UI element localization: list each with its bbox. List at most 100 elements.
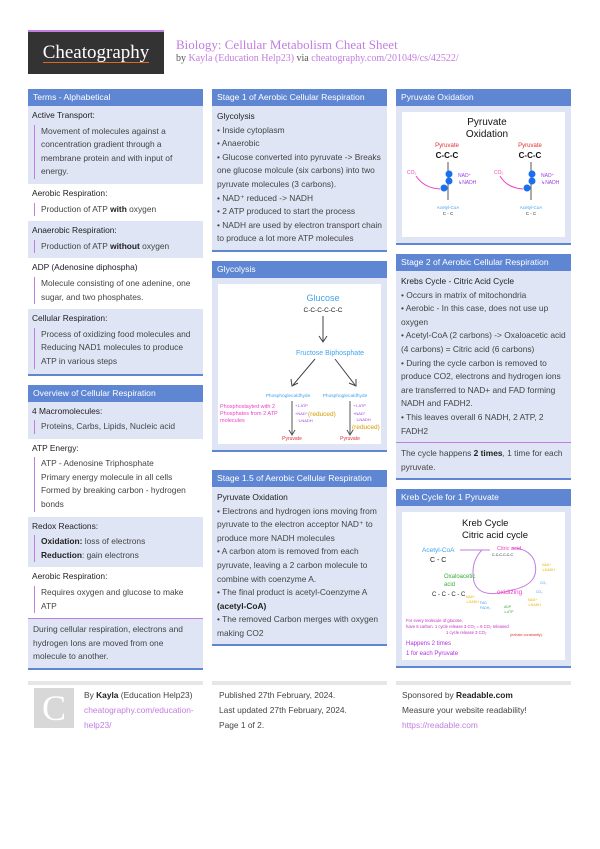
svg-text:+1 ATP: +1 ATP	[295, 403, 308, 408]
svg-text:have 6 carbon. 1 cycle release: have 6 carbon. 1 cycle release 3 CO₂ = 6…	[406, 624, 509, 629]
svg-text:Acetyl-CoA: Acetyl-CoA	[437, 205, 460, 210]
section-body: Glycolysis • Inside cytoplasm• Anaerobic…	[212, 106, 387, 250]
kreb-cycle-section: Kreb Cycle for 1 Pyruvate Kreb Cycle Cit…	[396, 489, 571, 669]
svg-text:Citric acid cycle: Citric acid cycle	[462, 530, 528, 541]
svg-text:C - C - C - C: C - C - C - C	[432, 592, 466, 598]
svg-text:Pyruvate: Pyruvate	[518, 143, 542, 149]
svg-text:Pyruvate: Pyruvate	[282, 436, 302, 442]
svg-text:ADP: ADP	[504, 605, 512, 609]
sponsor-link[interactable]: https://readable.com	[402, 720, 478, 730]
reduced-label: (reduced)	[352, 424, 380, 431]
svg-text:↳NADH: ↳NADH	[458, 180, 477, 186]
svg-text:FADH₂: FADH₂	[480, 606, 491, 610]
svg-text:NAD⁺: NAD⁺	[542, 563, 551, 567]
svg-text:↳NADH: ↳NADH	[541, 180, 560, 186]
svg-text:Oxaloacetic: Oxaloacetic	[444, 574, 475, 580]
section-body: Pyruvate Oxidation • Electrons and hydro…	[212, 486, 387, 645]
section-header: Pyruvate Oxidation	[396, 89, 571, 106]
svg-text:+NAD⁺: +NAD⁺	[353, 411, 366, 416]
svg-text:Phosphates from 2 ATP: Phosphates from 2 ATP	[220, 411, 278, 417]
middle-column: Stage 1 of Aerobic Cellular Respiration …	[212, 89, 387, 655]
right-column: Pyruvate Oxidation Pyruvate Oxidation Py…	[396, 89, 571, 677]
term-definition: Production of ATP with oxygen	[34, 202, 199, 217]
svg-text:Fructose Biphosphate: Fructose Biphosphate	[296, 350, 364, 357]
cheatography-logo[interactable]: Cheatography	[28, 30, 164, 74]
section-note: The cycle happens 2 times, 1 time for ea…	[396, 442, 571, 479]
svg-text:CO₂: CO₂	[536, 590, 543, 594]
svg-text:↳NADH: ↳NADH	[542, 568, 555, 572]
svg-text:C - C: C - C	[526, 211, 537, 216]
pyruvate-branch-left: Pyruvate C-C-C CO₂ NAD⁺ ↳NADH Acetyl-CoA…	[407, 143, 477, 216]
terms-section: Terms - Alphabetical Active Transport:Mo…	[28, 89, 203, 376]
term-row: Redox Reactions:Oxidation: loss of elect…	[28, 516, 203, 568]
term-row: Active Transport: Movement of molecules a…	[28, 106, 203, 184]
svg-text:Phosphoslayted with 2: Phosphoslayted with 2	[220, 404, 275, 410]
section-header: Stage 1.5 of Aerobic Cellular Respiratio…	[212, 469, 387, 487]
page-title: Biology: Cellular Metabolism Cheat Sheet	[176, 37, 398, 52]
svg-text:C - C: C - C	[430, 557, 446, 564]
sheet-url-link[interactable]: cheatography.com/201049/cs/42522/	[311, 53, 459, 64]
kreb-cycle-diagram: Kreb Cycle Citric acid cycle Acetyl-CoA …	[402, 512, 565, 661]
author-profile-link[interactable]: cheatography.com/education-help23/	[84, 705, 194, 730]
section-header: Glycolysis	[212, 260, 387, 278]
svg-text:NAD⁺: NAD⁺	[541, 173, 555, 179]
glycolysis-diagram: Glucose C-C-C-C-C-C Fructose Biphosphate…	[218, 283, 381, 444]
term-label: Anaerobic Respiration:	[32, 225, 117, 236]
svg-text:(exhale constantly): (exhale constantly)	[510, 633, 543, 637]
author-avatar: C	[34, 688, 74, 728]
stage1-section: Stage 1 of Aerobic Cellular Respiration …	[212, 89, 387, 252]
svg-text:Phosphoglecaldhyde: Phosphoglecaldhyde	[323, 393, 368, 399]
svg-text:1 cycle release 3 CO₂: 1 cycle release 3 CO₂	[446, 630, 487, 635]
byline: by Kayla (Education Help23) via cheatogr…	[176, 53, 459, 64]
svg-text:+1 ATP: +1 ATP	[353, 403, 366, 408]
svg-text:C-C-C-C-C-C: C-C-C-C-C-C	[304, 307, 343, 314]
svg-text:Pyruvate: Pyruvate	[435, 143, 459, 149]
svg-text:+NAD⁺: +NAD⁺	[295, 411, 308, 416]
section-header: Stage 2 of Aerobic Cellular Respiration	[396, 254, 571, 271]
svg-text:NAD⁺: NAD⁺	[528, 598, 537, 602]
footer-author: By Kayla (Education Help23)cheatography.…	[84, 690, 194, 730]
svg-text:Phosphoglecaldhyde: Phosphoglecaldhyde	[266, 393, 311, 399]
svg-text:acid: acid	[444, 582, 455, 588]
svg-text:C - C: C - C	[443, 211, 454, 216]
term-row: Anaerobic Respiration: Production of ATP …	[28, 221, 203, 259]
term-row: Aerobic Respiration: Requires oxygen and …	[28, 567, 203, 619]
term-row: ADP (Adenosine diphospha)Molecule consis…	[28, 258, 203, 310]
svg-text:C-C-C: C-C-C	[436, 151, 459, 160]
svg-text:↳NADH: ↳NADH	[466, 600, 479, 604]
term-row: Cellular Respiration:Process of oxidizin…	[28, 309, 203, 374]
svg-text:↳NADH: ↳NADH	[356, 417, 371, 422]
svg-text:oxidizing: oxidizing	[497, 589, 523, 596]
svg-text:NAD⁺: NAD⁺	[466, 595, 475, 599]
svg-text:NAD⁺: NAD⁺	[458, 173, 472, 179]
term-label: ATP Energy:	[32, 442, 79, 453]
left-column: Terms - Alphabetical Active Transport:Mo…	[28, 89, 203, 679]
pyruvate-branch-right: Pyruvate C-C-C CO₂ NAD⁺ ↳NADH Acetyl-CoA…	[494, 143, 560, 216]
term-label: Aerobic Respiration:	[32, 187, 108, 198]
term-label: 4 Macromolecules:	[32, 405, 103, 416]
stage15-section: Stage 1.5 of Aerobic Cellular Respiratio…	[212, 469, 387, 647]
term-definition: Molecule consisting of one adenine, one …	[34, 276, 199, 305]
term-label: Active Transport:	[32, 110, 95, 120]
svg-text:molecules: molecules	[220, 418, 245, 424]
section-header: Stage 1 of Aerobic Cellular Respiration	[212, 89, 387, 106]
section-header: Kreb Cycle for 1 Pyruvate	[396, 489, 571, 507]
footer-divider	[396, 681, 571, 685]
term-definition: Movement of molecules against a concentr…	[34, 124, 199, 179]
svg-text:↳NADH: ↳NADH	[528, 603, 541, 607]
pyruvate-oxidation-section: Pyruvate Oxidation Pyruvate Oxidation Py…	[396, 89, 571, 245]
svg-text:FAD: FAD	[480, 601, 487, 605]
glycolysis-section: Glycolysis Glucose C-C-C-C-C-C Fructose …	[212, 260, 387, 452]
term-definition: Production of ATP without oxygen	[34, 239, 199, 254]
svg-text:Happens 2 times: Happens 2 times	[406, 641, 451, 647]
term-definition: Requires oxygen and glucose to make ATP	[34, 586, 199, 614]
term-label: Aerobic Respiration:	[32, 571, 108, 582]
author-link[interactable]: Kayla (Education Help23)	[188, 53, 295, 64]
section-header: Overview of Cellular Respiration	[28, 384, 203, 402]
svg-text:Oxidation: Oxidation	[466, 129, 508, 140]
term-row: Aerobic Respiration: Production of ATP wi…	[28, 183, 203, 222]
svg-text:Pyruvate: Pyruvate	[467, 117, 507, 128]
